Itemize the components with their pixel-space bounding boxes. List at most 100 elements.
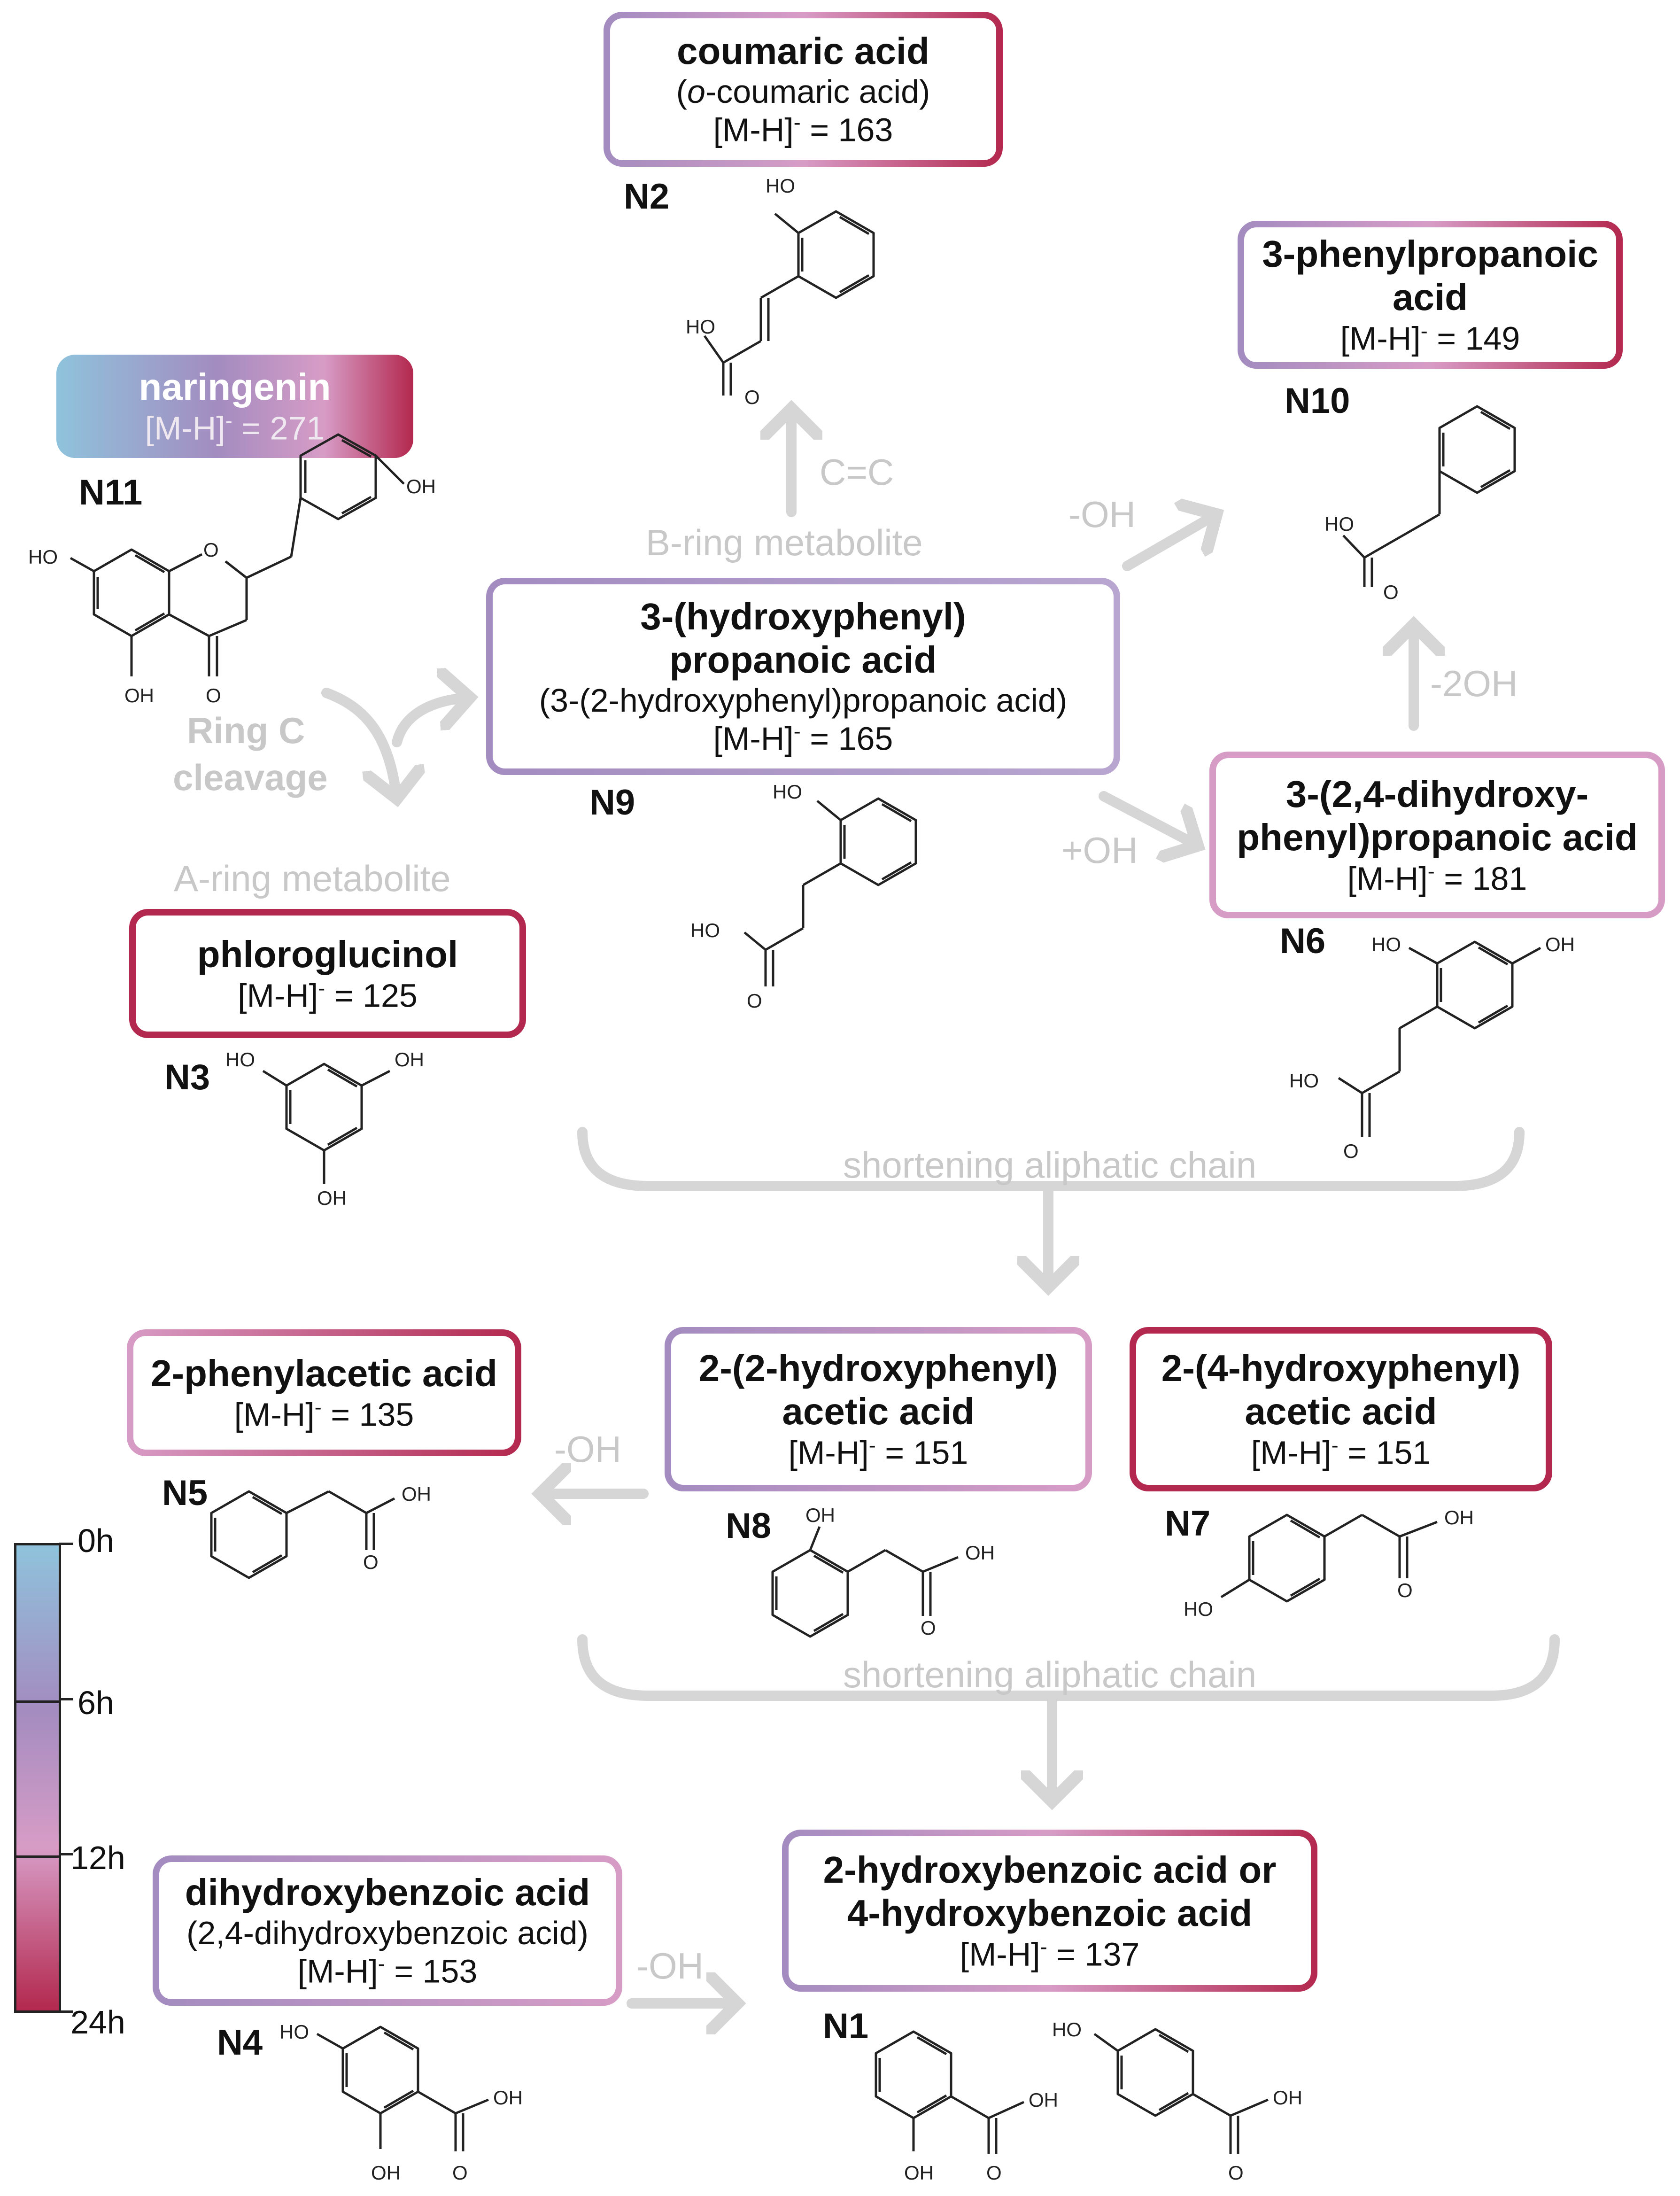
node-id-n9: N9 xyxy=(589,783,635,823)
atom-oh: OH xyxy=(1273,2087,1302,2109)
atom-oh: OH xyxy=(402,1483,431,1505)
label-plus-oh: +OH xyxy=(1061,830,1138,871)
node-id-n7: N7 xyxy=(1165,1504,1211,1544)
node-mass: [M-H]- = 163 xyxy=(713,110,893,148)
structure-4-hydroxybenzoic-acid xyxy=(1093,2028,1269,2154)
node-subtitle: (3-(2-hydroxyphenyl)propanoic acid) xyxy=(539,682,1068,719)
atom-ho: HO xyxy=(28,546,58,568)
legend-tick xyxy=(59,1698,73,1700)
legend-tick xyxy=(59,1853,73,1855)
atom-oh: OH xyxy=(1444,1506,1474,1529)
node-title-line1: 2-hydroxybenzoic acid or xyxy=(823,1848,1277,1891)
label-cleavage: cleavage xyxy=(173,757,328,798)
label-b-ring-metabolite: B-ring metabolite xyxy=(646,522,923,563)
node-mass: [M-H]- = 151 xyxy=(788,1433,968,1471)
node-3-2-4-dihydroxyphenyl-propanoic-acid: 3-(2,4-dihydroxy- phenyl)propanoic acid … xyxy=(1209,752,1665,918)
node-mass: [M-H]- = 181 xyxy=(1347,859,1527,897)
time-legend-colorbar xyxy=(14,1543,61,2013)
node-coumaric-acid: coumaric acid (o-coumaric acid) [M-H]- =… xyxy=(604,12,1003,167)
label-shortening-2: shortening aliphatic chain xyxy=(843,1654,1257,1695)
label-minus-oh-n5: -OH xyxy=(554,1428,621,1470)
node-id-n1: N1 xyxy=(823,2006,869,2046)
atom-ho: HO xyxy=(1184,1598,1213,1620)
legend-label-6h: 6h xyxy=(77,1684,114,1721)
node-2-4-hydroxyphenyl-acetic-acid: 2-(4-hydroxyphenyl) acetic acid [M-H]- =… xyxy=(1130,1327,1552,1491)
atom-o: O xyxy=(203,539,219,561)
structure-3-2-hydroxyphenyl-propanoic-acid xyxy=(743,797,917,986)
structure-coumaric-acid xyxy=(703,210,875,396)
node-mass: [M-H]- = 153 xyxy=(297,1952,478,1990)
atom-oh: OH xyxy=(904,2162,934,2184)
structure-2-hydroxybenzoic-acid xyxy=(875,2030,1025,2154)
node-title-line2: propanoic acid xyxy=(669,638,937,681)
node-2-phenylacetic-acid: 2-phenylacetic acid [M-H]- = 135 xyxy=(127,1329,521,1456)
node-id-n11: N11 xyxy=(79,473,143,512)
node-id-n4: N4 xyxy=(217,2023,263,2063)
arrow-n9-to-n10 xyxy=(1122,514,1216,571)
structure-3-2-4-dihydroxyphenyl-propanoic-acid xyxy=(1338,940,1541,1137)
node-3-phenylpropanoic-acid: 3-phenylpropanoic acid [M-H]- = 149 xyxy=(1238,221,1623,369)
node-3-hydroxyphenyl-propanoic-acid: 3-(hydroxyphenyl) propanoic acid (3-(2-h… xyxy=(486,578,1120,775)
node-phloroglucinol: phloroglucinol [M-H]- = 125 xyxy=(129,909,526,1038)
node-id-n2: N2 xyxy=(624,177,670,217)
structure-2-2-hydroxyphenyl-acetic-acid xyxy=(771,1526,959,1638)
legend-label-12h: 12h xyxy=(70,1839,125,1876)
atom-ho: HO xyxy=(690,919,720,941)
node-title-line2: acetic acid xyxy=(1245,1390,1437,1433)
atom-oh: OH xyxy=(124,684,154,706)
legend-tick xyxy=(59,2010,73,2013)
legend-label-0h: 0h xyxy=(77,1522,114,1559)
node-title-line1: 3-phenylpropanoic xyxy=(1262,233,1598,275)
node-title-line1: 2-(4-hydroxyphenyl) xyxy=(1161,1347,1521,1389)
node-id-n6: N6 xyxy=(1280,921,1326,961)
node-title-line2: acetic acid xyxy=(782,1390,975,1433)
node-2-2-hydroxyphenyl-acetic-acid: 2-(2-hydroxyphenyl) acetic acid [M-H]- =… xyxy=(665,1327,1092,1491)
node-title-line2: phenyl)propanoic acid xyxy=(1237,816,1638,858)
node-id-n10: N10 xyxy=(1285,381,1350,421)
arrow-ring-c-cleavage xyxy=(321,688,397,799)
atom-oh: OH xyxy=(395,1048,424,1071)
node-hydroxybenzoic-acid: 2-hydroxybenzoic acid or 4-hydroxybenzoi… xyxy=(782,1830,1317,1992)
label-minus-oh-n1: -OH xyxy=(636,1945,704,1986)
node-title: naringenin xyxy=(139,366,331,408)
atom-o: O xyxy=(1383,581,1399,603)
atom-oh: OH xyxy=(317,1187,347,1209)
bracket-shortening-2 xyxy=(577,1634,1560,1701)
node-id-n3: N3 xyxy=(164,1057,210,1097)
atom-ho: HO xyxy=(1371,933,1401,955)
node-mass: [M-H]- = 151 xyxy=(1251,1433,1431,1471)
atom-o: O xyxy=(1343,1140,1359,1162)
arrow-ring-c-to-n9 xyxy=(392,698,470,747)
atom-o: O xyxy=(921,1617,936,1639)
node-id-n5: N5 xyxy=(162,1473,208,1513)
legend-tick xyxy=(59,1543,73,1545)
atom-o: O xyxy=(744,386,760,408)
node-title: dihydroxybenzoic acid xyxy=(185,1871,590,1913)
node-title: phloroglucinol xyxy=(197,933,458,975)
node-subtitle: (2,4-dihydroxybenzoic acid) xyxy=(186,1914,588,1951)
node-title-line1: 3-(2,4-dihydroxy- xyxy=(1285,773,1589,815)
node-title: coumaric acid xyxy=(676,30,929,72)
atom-ho: HO xyxy=(766,175,795,197)
structure-phloroglucinol xyxy=(262,1063,391,1184)
structure-2-4-hydroxyphenyl-acetic-acid xyxy=(1220,1513,1438,1603)
atom-o: O xyxy=(363,1551,379,1573)
structure-dihydroxybenzoic-acid xyxy=(316,2025,489,2151)
arrow-n9-to-n6 xyxy=(1099,791,1198,846)
atom-o: O xyxy=(452,2162,468,2184)
atom-oh: OH xyxy=(493,2087,523,2109)
atom-oh: OH xyxy=(1029,2089,1058,2111)
label-minus-2oh: -2OH xyxy=(1430,663,1518,704)
node-subtitle: (o-coumaric acid) xyxy=(676,73,930,110)
atom-ho: HO xyxy=(1052,2018,1082,2041)
atom-o: O xyxy=(206,684,221,706)
node-title: 2-phenylacetic acid xyxy=(150,1352,498,1395)
node-mass: [M-H]- = 135 xyxy=(234,1395,414,1433)
node-id-n8: N8 xyxy=(726,1506,772,1546)
node-title-line2: 4-hydroxybenzoic acid xyxy=(847,1892,1253,1934)
atom-oh: OH xyxy=(805,1504,835,1526)
atom-labels: OH HO O OH O HO HO O HO O HO HO O HO OH … xyxy=(28,175,1575,2184)
atom-oh: OH xyxy=(1545,933,1575,955)
